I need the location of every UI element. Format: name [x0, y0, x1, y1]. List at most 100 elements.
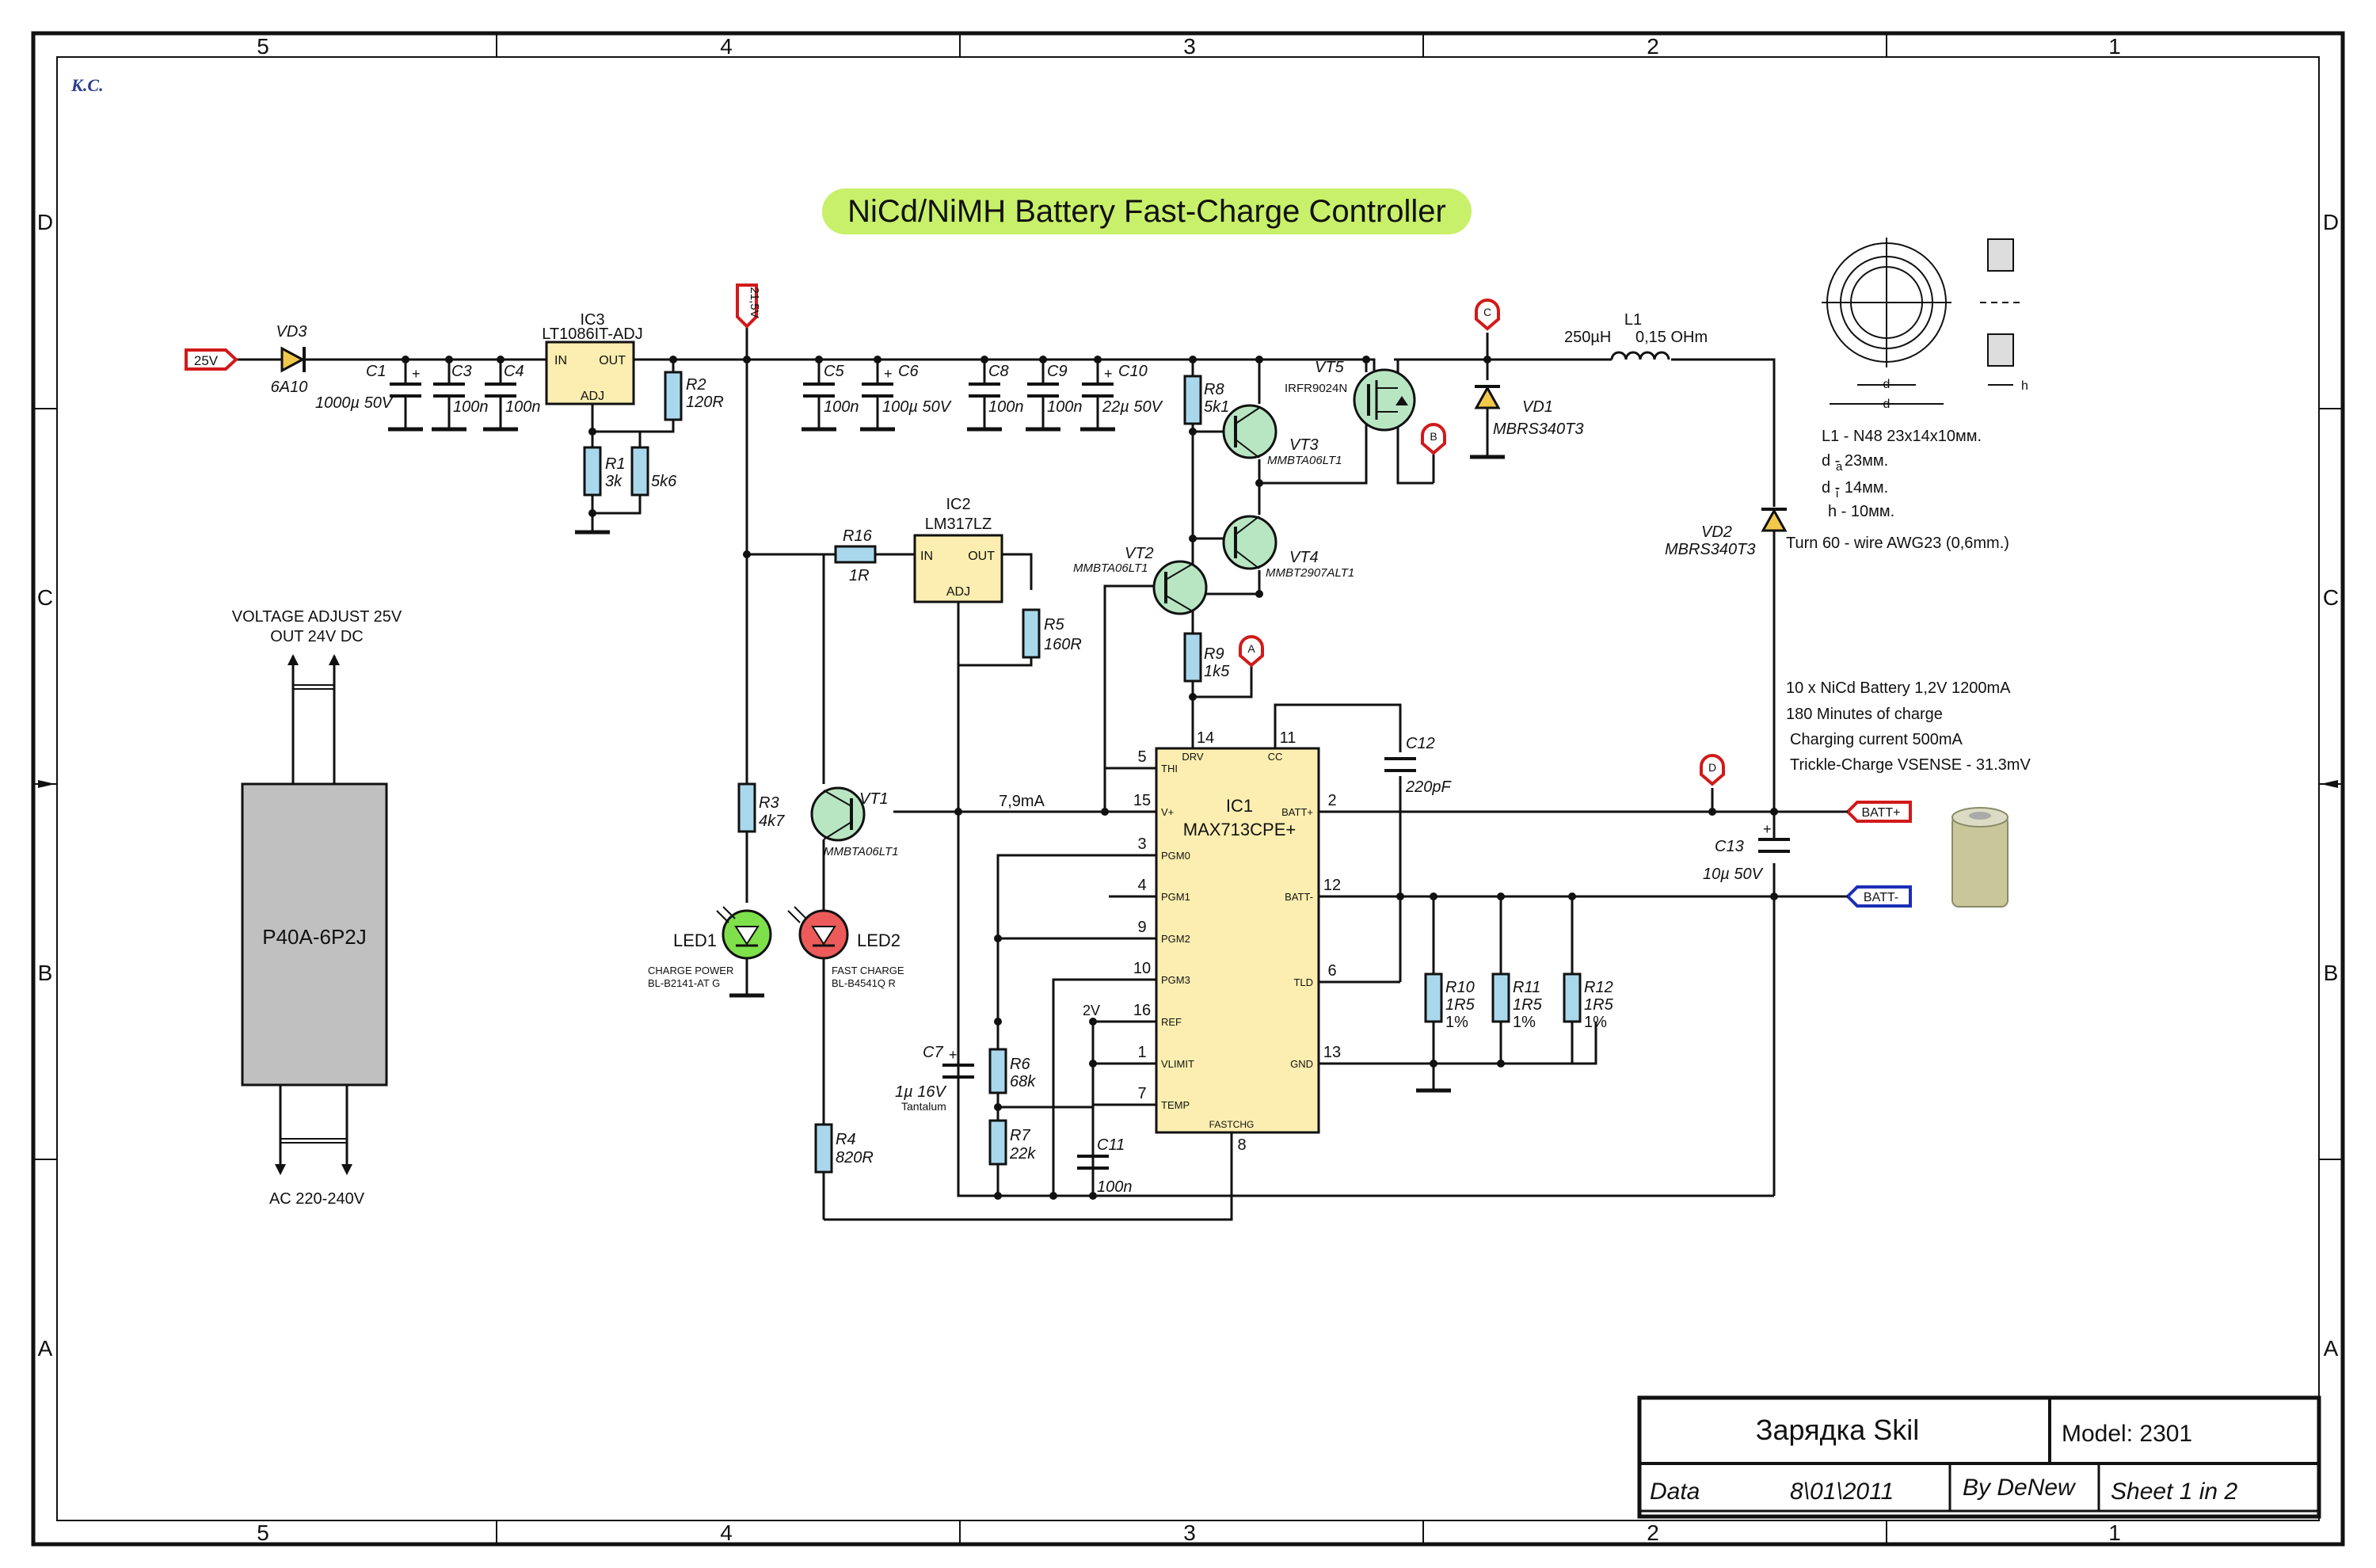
- resistor-r5: R5 160R: [1022, 608, 1082, 659]
- svg-text:BL-B2141-AT G: BL-B2141-AT G: [648, 977, 720, 989]
- svg-text:i: i: [1836, 487, 1838, 500]
- svg-text:C5: C5: [824, 363, 844, 380]
- title-block-date: 8\01\2011: [1790, 1479, 1894, 1505]
- svg-text:OUT: OUT: [599, 354, 626, 367]
- svg-text:OUT 24V DC: OUT 24V DC: [270, 628, 363, 645]
- ic1-pin-number: 5: [1137, 748, 1146, 766]
- svg-text:IC3: IC3: [580, 311, 604, 329]
- svg-text:R2: R2: [686, 376, 706, 394]
- svg-text:MMBTA06LT1: MMBTA06LT1: [1073, 561, 1148, 575]
- ic1-pin-name: PGM1: [1161, 891, 1190, 903]
- svg-text:B: B: [1430, 430, 1437, 443]
- svg-text:250µH: 250µH: [1564, 329, 1611, 346]
- frame-row-b-right: B: [2324, 961, 2339, 985]
- svg-text:R7: R7: [1010, 1127, 1030, 1144]
- svg-text:R1: R1: [605, 455, 626, 473]
- svg-text:R6: R6: [1010, 1056, 1030, 1073]
- resistor-r9: R9 1k5: [1183, 632, 1230, 683]
- flag-batt-minus: BATT-: [1845, 885, 1912, 908]
- capacitor-c9: C9 100n: [1027, 363, 1083, 416]
- frame-row-c-left: C: [37, 585, 53, 610]
- title-banner: [822, 188, 1472, 234]
- svg-text:Turn 60 - wire AWG23 (0,6mm.): Turn 60 - wire AWG23 (0,6mm.): [1786, 535, 2009, 552]
- ic1-pin-number: 10: [1133, 960, 1151, 977]
- transistor-vt1: VT1 MMBTA06LT1: [810, 786, 898, 858]
- svg-text:+: +: [1763, 821, 1772, 837]
- resistor-r7: R7 22k: [988, 1119, 1036, 1166]
- battery-note-1: 10 x NiCd Battery 1,2V 1200mA: [1786, 679, 2011, 697]
- svg-text:BATT+: BATT+: [1861, 806, 1900, 820]
- svg-text:R11: R11: [1513, 979, 1540, 996]
- capacitor-c6: + C6 100µ 50V: [862, 363, 952, 416]
- ground-symbols: [388, 427, 1505, 1093]
- svg-text:IN: IN: [920, 550, 933, 563]
- svg-text:C6: C6: [898, 363, 919, 380]
- resistor-r10: R10 1R5 1%: [1424, 972, 1475, 1031]
- svg-text:VT5: VT5: [1315, 359, 1345, 376]
- ic1-pin-name: CC: [1268, 751, 1283, 763]
- controller-ic1: IC1 MAX713CPE+ 7,9mA 2V: [999, 747, 1320, 1134]
- diode-vd3: VD3 6A10: [271, 323, 317, 396]
- svg-text:d - 14мм.: d - 14мм.: [1822, 479, 1888, 497]
- battery-note-3: Charging current 500mA: [1790, 731, 1963, 748]
- ic1-pin-number: 1: [1137, 1044, 1146, 1061]
- ic1-pin-name: REF: [1161, 1016, 1182, 1028]
- frame-col-3-top: 3: [1183, 34, 1196, 59]
- svg-text:h: h: [2021, 379, 2028, 393]
- svg-text:+: +: [884, 366, 893, 382]
- flag-batt-plus: BATT+: [1845, 801, 1912, 823]
- svg-text:P40A-6P2J: P40A-6P2J: [262, 925, 367, 949]
- svg-text:R4: R4: [836, 1131, 856, 1148]
- frame-col-4-bottom: 4: [720, 1520, 733, 1545]
- svg-text:MBRS340T3: MBRS340T3: [1665, 541, 1756, 558]
- svg-text:3k: 3k: [605, 473, 623, 490]
- ic1-pin-number: 9: [1137, 919, 1146, 936]
- svg-text:CHARGE POWER: CHARGE POWER: [648, 965, 733, 976]
- ic1-pin-name: PGM2: [1161, 933, 1190, 945]
- resistor-r2: R2 120R: [664, 371, 724, 421]
- capacitor-c1: + C1 1000µ 50V: [315, 363, 421, 412]
- ic1-pin-name: FASTCHG: [1209, 1119, 1255, 1130]
- test-point-b: B: [1421, 423, 1446, 455]
- svg-text:1%: 1%: [1513, 1014, 1536, 1031]
- svg-text:MMBTA06LT1: MMBTA06LT1: [1267, 454, 1342, 467]
- frame-row-b-left: B: [38, 961, 53, 985]
- svg-text:d: d: [1883, 398, 1891, 411]
- svg-text:R3: R3: [759, 794, 779, 812]
- svg-text:25V: 25V: [194, 353, 219, 368]
- svg-text:1µ 16V: 1µ 16V: [895, 1083, 946, 1101]
- title-block-sheet: Sheet 1 in 2: [2111, 1479, 2237, 1505]
- capacitor-c13: + C13 10µ 50V: [1703, 821, 1790, 883]
- frame-row-a-left: A: [38, 1336, 53, 1361]
- ic1-pin-name: GND: [1290, 1058, 1313, 1070]
- svg-text:R5: R5: [1044, 616, 1064, 634]
- capacitor-c11: C11 100n: [1077, 1136, 1133, 1196]
- ic1-pin-number: 8: [1237, 1136, 1246, 1154]
- svg-text:1R5: 1R5: [1584, 996, 1614, 1014]
- svg-text:D: D: [1708, 761, 1716, 774]
- capacitor-c5: C5 100n: [803, 363, 859, 416]
- svg-text:100n: 100n: [505, 398, 541, 416]
- svg-text:FAST CHARGE: FAST CHARGE: [832, 965, 904, 976]
- svg-text:LED1: LED1: [673, 931, 717, 950]
- page-title: NiCd/NiMH Battery Fast-Charge Controller: [847, 194, 1446, 229]
- svg-text:C11: C11: [1097, 1136, 1125, 1154]
- regulator-ic3: IC3 LT1086IT-ADJ IN OUT ADJ: [542, 311, 643, 405]
- svg-text:100n: 100n: [1047, 398, 1083, 416]
- test-point-a: A: [1239, 635, 1264, 668]
- svg-text:C3: C3: [451, 363, 472, 380]
- svg-text:VT4: VT4: [1289, 549, 1319, 566]
- frame-col-4-top: 4: [720, 34, 733, 59]
- svg-text:1R5: 1R5: [1513, 996, 1543, 1014]
- resistor-r4: R4 820R: [814, 1123, 874, 1174]
- test-point-c: C: [1475, 299, 1500, 331]
- svg-text:d: d: [1883, 378, 1891, 391]
- resistor-r11: R11 1R5 1%: [1491, 972, 1543, 1031]
- svg-text:LM317LZ: LM317LZ: [925, 516, 992, 533]
- title-block-model: Model: 2301: [2062, 1421, 2192, 1447]
- svg-text:VD1: VD1: [1522, 398, 1553, 416]
- ic1-pin-number: 6: [1327, 962, 1336, 980]
- svg-text:R10: R10: [1445, 979, 1475, 996]
- ic1-pin-name: VLIMIT: [1161, 1058, 1194, 1070]
